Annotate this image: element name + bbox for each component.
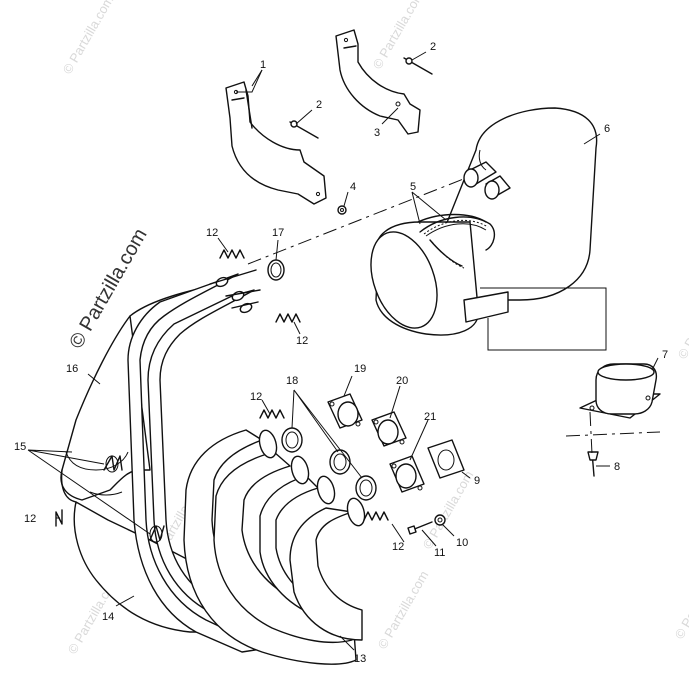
part-10-washer [434, 514, 446, 526]
part-8-screw [587, 451, 599, 477]
callout-labels: 1 2 2 3 4 5 6 7 8 9 10 11 12 12 12 12 12… [14, 41, 668, 665]
watermark-small: © Partzilla.com [60, 0, 117, 77]
callout-2: 2 [430, 41, 436, 53]
callout-19: 19 [354, 363, 366, 375]
part-9-gasket [427, 439, 465, 479]
callout-3: 3 [374, 127, 380, 139]
part-19-flange [327, 393, 363, 429]
bolt-2-upper [403, 57, 433, 75]
watermark-small: © Partzilla.com [375, 568, 432, 651]
callout-20: 20 [396, 375, 408, 387]
centerlines [247, 177, 661, 455]
callout-17: 17 [272, 227, 284, 239]
part-7-mount [579, 363, 661, 419]
part-3-bracket [335, 29, 421, 135]
callout-12: 12 [24, 513, 36, 525]
watermark-small: © Partzilla.com [672, 558, 689, 641]
part-20-flange [371, 411, 407, 447]
callout-5: 5 [410, 181, 416, 193]
part-5-band-clamp [419, 216, 496, 269]
watermark-small: © Partzilla.com [370, 0, 427, 72]
callout-4: 4 [350, 181, 356, 193]
callout-1: 1 [260, 59, 266, 71]
callout-11: 11 [434, 547, 445, 559]
callout-16: 16 [66, 363, 78, 375]
part-21-flange [389, 455, 425, 493]
callout-2: 2 [316, 99, 322, 111]
callout-12: 12 [392, 541, 404, 553]
watermark-small: © Partzilla.com [675, 278, 689, 361]
callout-21: 21 [424, 411, 436, 423]
callout-12: 12 [250, 391, 262, 403]
callout-12: 12 [206, 227, 218, 239]
leader-lines [27, 51, 659, 651]
part-12-springs [55, 249, 389, 527]
nut-4 [337, 205, 347, 215]
callout-13: 13 [354, 653, 366, 665]
part-11-bolt [407, 521, 433, 535]
part-1-bracket [225, 81, 327, 205]
callout-15: 15 [14, 441, 26, 453]
part-15-springs-on-shield [103, 455, 165, 543]
callout-12: 12 [296, 335, 308, 347]
callout-18: 18 [286, 375, 298, 387]
callout-9: 9 [474, 475, 480, 487]
callout-7: 7 [662, 349, 668, 361]
callout-6: 6 [604, 123, 610, 135]
callout-8: 8 [614, 461, 620, 473]
callout-14: 14 [102, 611, 114, 623]
part-13-header-pipes [127, 269, 366, 665]
part-17-ring [267, 259, 285, 281]
callout-10: 10 [456, 537, 468, 549]
part-6-muffler [370, 107, 598, 336]
bolt-2-lower [289, 120, 319, 139]
